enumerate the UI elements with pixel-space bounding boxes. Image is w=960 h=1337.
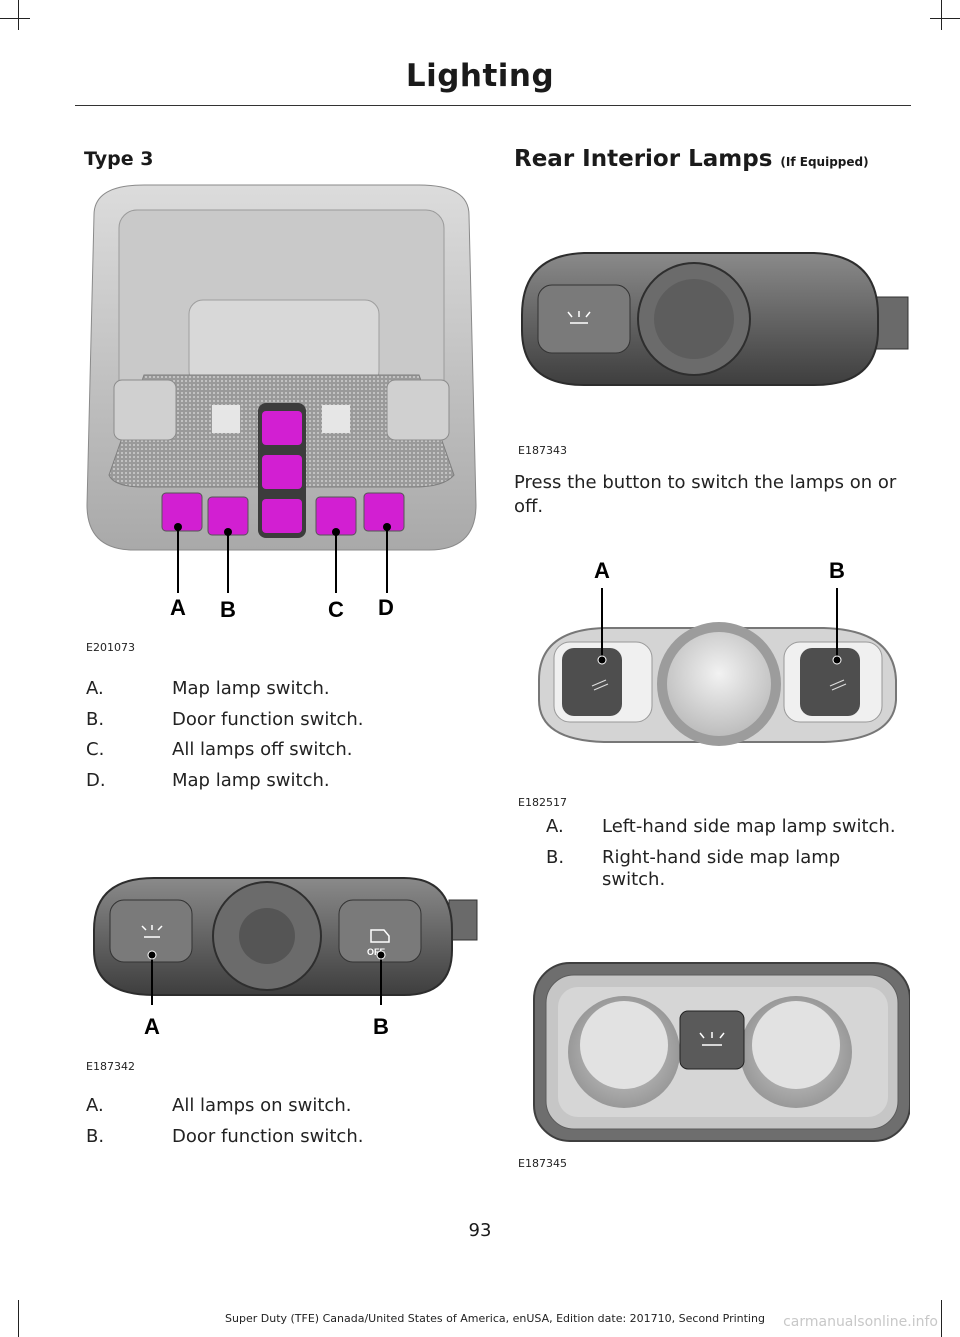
legend-key: A. <box>546 816 564 837</box>
watermark: carmanualsonline.info <box>783 1314 938 1330</box>
legend-text: All lamps on switch. <box>172 1095 352 1116</box>
figure-rear-lamp-center-button <box>514 945 911 1145</box>
figure-overhead-console: A B C D <box>84 175 479 635</box>
section-heading-type-3: Type 3 <box>84 148 154 170</box>
crop-mark <box>18 0 19 30</box>
legend-key: A. <box>86 1095 104 1116</box>
callout-b: B <box>220 597 236 622</box>
figure-code: E187342 <box>86 1060 135 1073</box>
legend-text: Right-hand side map lamp switch. <box>602 847 841 890</box>
figure-code: E182517 <box>518 796 567 809</box>
header-divider <box>75 105 911 106</box>
legend-list: A. Map lamp switch. B. Door function swi… <box>86 678 476 798</box>
footer-text: Super Duty (TFE) Canada/United States of… <box>225 1312 765 1325</box>
page-title: Lighting <box>405 58 555 94</box>
legend-key: D. <box>86 770 106 791</box>
page-number: 93 <box>468 1220 492 1241</box>
legend-key: B. <box>86 709 105 730</box>
instruction-paragraph: Press the button to switch the lamps on … <box>514 472 897 517</box>
legend-text: Left-hand side map lamp switch. <box>602 816 896 837</box>
legend-text: Door function switch. <box>172 1126 364 1147</box>
callout-a: A <box>144 1014 160 1039</box>
crop-mark <box>941 0 942 30</box>
figure-code: E201073 <box>86 641 135 654</box>
figure-code: E187343 <box>518 444 567 457</box>
crop-mark <box>18 1300 19 1337</box>
legend-text: Map lamp switch. <box>172 770 330 791</box>
callout-c: C <box>328 597 344 622</box>
figure-code: E187345 <box>518 1157 567 1170</box>
figure-rear-lamp-two-switches: A B <box>514 550 910 790</box>
callout-b: B <box>829 558 845 583</box>
section-heading-rear-interior-lamps: Rear Interior Lamps (If Equipped) <box>514 146 869 172</box>
heading-note: (If Equipped) <box>780 155 869 169</box>
legend-text: Map lamp switch. <box>172 678 330 699</box>
legend-key: B. <box>86 1126 105 1147</box>
legend-list: A. All lamps on switch. B. Door function… <box>86 1095 476 1155</box>
callout-b: B <box>373 1014 389 1039</box>
legend-text: All lamps off switch. <box>172 739 353 760</box>
crop-mark <box>0 18 30 19</box>
legend-key: C. <box>86 739 105 760</box>
legend-text: Door function switch. <box>172 709 364 730</box>
legend-key: B. <box>546 847 565 868</box>
legend-list: A. Left-hand side map lamp switch. B. Ri… <box>546 816 916 896</box>
figure-rear-lamp-single <box>514 235 910 405</box>
callout-d: D <box>378 595 394 620</box>
crop-mark <box>941 1300 942 1337</box>
figure-lamp-housing: OFF A B <box>84 860 479 1050</box>
crop-mark <box>930 18 960 19</box>
callout-a: A <box>594 558 610 583</box>
callout-a: A <box>170 595 186 620</box>
off-label: OFF <box>367 947 385 957</box>
legend-key: A. <box>86 678 104 699</box>
heading-text: Rear Interior Lamps <box>514 146 773 172</box>
